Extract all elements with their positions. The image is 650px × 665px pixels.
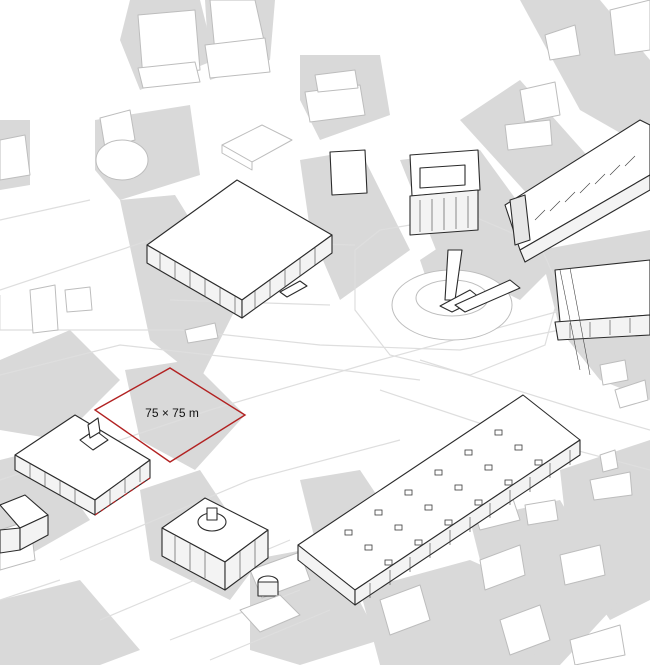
small-structures-bottom <box>239 575 301 633</box>
station-complex <box>504 119 650 376</box>
monument-square <box>391 249 521 341</box>
roof-skylights <box>344 429 543 566</box>
small-building-far-left <box>0 494 49 554</box>
historic-building-top <box>409 149 481 236</box>
plot-dimension-label: 75 × 75 m <box>145 406 199 420</box>
long-exhibition-hall <box>297 394 581 606</box>
ornate-building-left <box>14 414 151 516</box>
domed-building <box>161 497 269 591</box>
plot-outline <box>93 367 247 463</box>
small-box-building <box>329 149 368 196</box>
large-square-block <box>146 179 333 319</box>
